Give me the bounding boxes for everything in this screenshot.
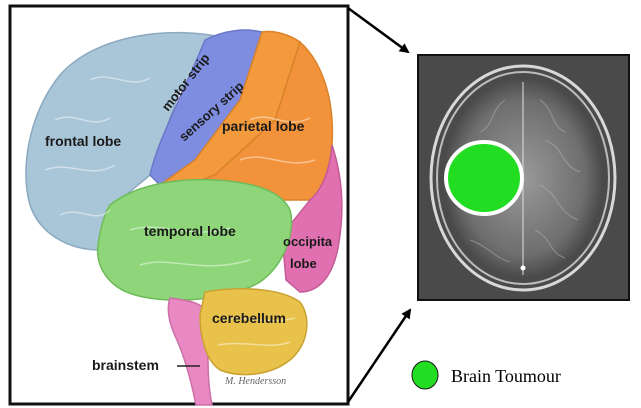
bottom-arrow — [348, 310, 410, 402]
occipital-lobe-label-line2: lobe — [290, 256, 317, 271]
legend-label: Brain Toumour — [451, 366, 561, 386]
mri-marker — [521, 266, 526, 271]
legend-tumour-swatch — [412, 361, 438, 389]
brainstem-label: brainstem — [92, 357, 159, 373]
mri-scan-panel — [418, 55, 629, 300]
legend: Brain Toumour — [412, 361, 561, 389]
tumour-region — [446, 142, 522, 214]
occipital-lobe-label-line1: occipita — [283, 234, 333, 249]
cerebellum-label: cerebellum — [212, 310, 286, 326]
artist-signature: M. Hendersson — [224, 376, 286, 387]
frontal-lobe-label: frontal lobe — [45, 133, 121, 149]
parietal-lobe-label: parietal lobe — [222, 118, 305, 134]
temporal-lobe-label: temporal lobe — [144, 223, 236, 239]
top-arrow — [348, 8, 408, 52]
